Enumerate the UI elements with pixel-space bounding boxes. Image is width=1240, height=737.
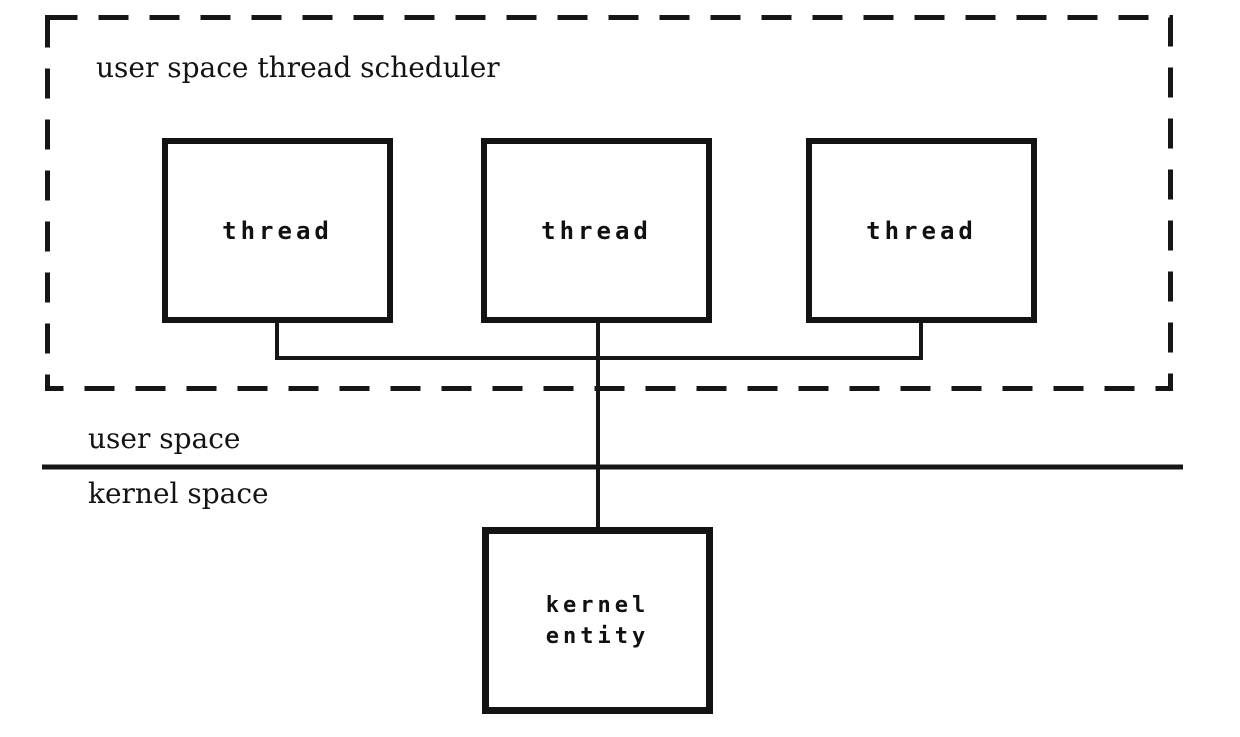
thread-box-2-label: thread <box>541 216 652 245</box>
user-space-label: user space <box>88 422 241 455</box>
scheduler-region-dashed-border <box>45 15 1173 391</box>
kernel-entity-box: kernel entity <box>482 527 713 714</box>
thread-box-2: thread <box>481 138 712 323</box>
thread-box-1: thread <box>162 138 393 323</box>
kernel-space-label: kernel space <box>88 477 269 510</box>
thread-box-3-label: thread <box>866 216 977 245</box>
thread-box-3: thread <box>806 138 1037 323</box>
scheduler-region-title: user space thread scheduler <box>96 51 500 84</box>
thread-box-1-label: thread <box>222 216 333 245</box>
kernel-entity-label-line2: entity <box>545 623 650 649</box>
kernel-entity-label: kernel entity <box>546 590 649 652</box>
kernel-entity-label-line1: kernel <box>545 592 650 618</box>
